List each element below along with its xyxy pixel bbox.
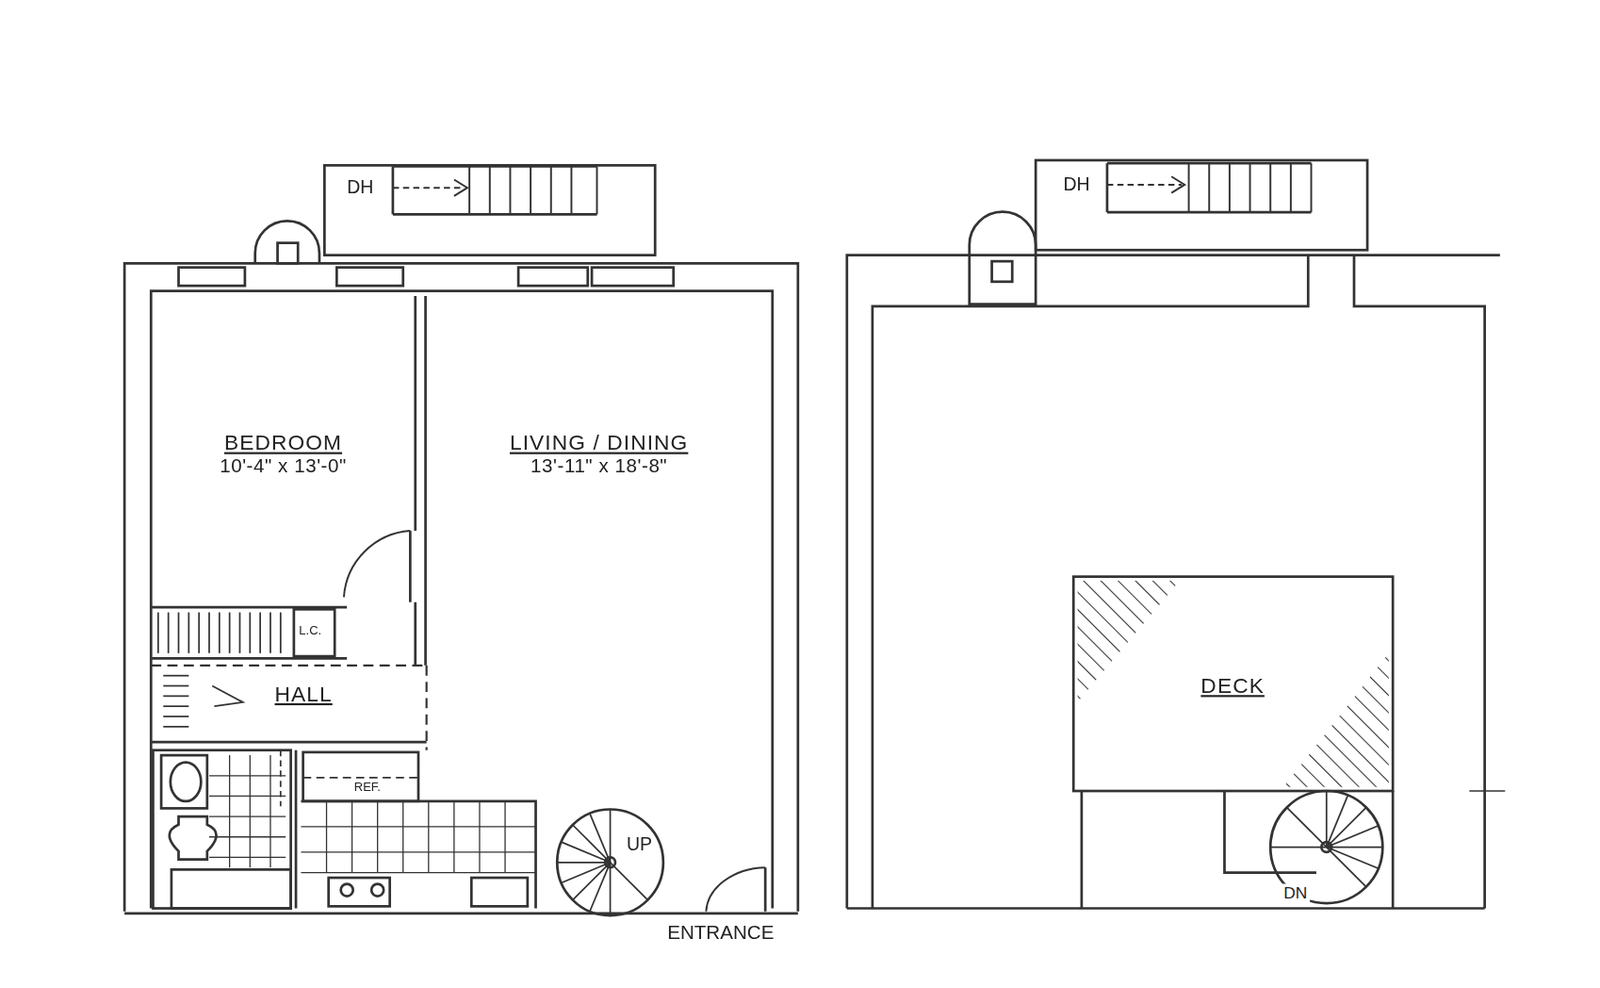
- hall-area: HALL: [194, 669, 414, 739]
- entrance-label: ENTRANCE: [665, 922, 777, 945]
- appliance-label: REF.: [352, 780, 384, 794]
- room-name: HALL: [275, 681, 333, 706]
- stair-direction: UP: [624, 834, 654, 855]
- room-name: LIVING / DINING: [509, 430, 688, 456]
- deck-area: DECK: [1079, 612, 1387, 766]
- room-dimension: 13'-11" x 18'-8": [530, 455, 668, 478]
- stair-mark: DH: [1061, 175, 1092, 196]
- living-dining-room: LIVING / DINING13'-11" x 18'-8": [427, 297, 771, 747]
- room-name: BEDROOM: [224, 430, 343, 456]
- closet-label: L.C.: [296, 624, 324, 638]
- stair-mark: DH: [344, 177, 376, 197]
- stair-direction: DN: [1281, 883, 1309, 902]
- room-name: DECK: [1200, 673, 1265, 699]
- room-dimension: 10'-4" x 13'-0": [219, 455, 347, 478]
- bedroom-room: BEDROOM10'-4" x 13'-0": [152, 297, 413, 600]
